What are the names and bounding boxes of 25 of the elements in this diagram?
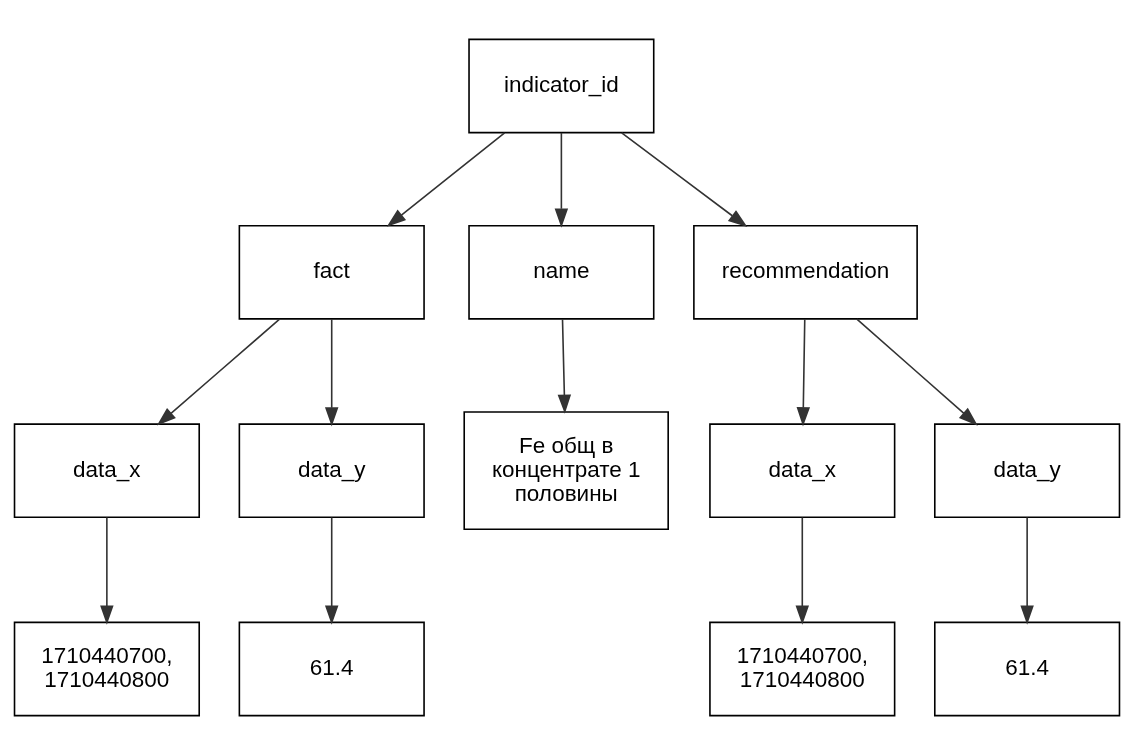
node-box: 1710440700, 1710440800	[709, 621, 896, 717]
node-box: indicator_id	[468, 38, 655, 134]
node-box: recommendation	[693, 224, 918, 320]
node-box: data_x	[709, 423, 896, 519]
arrow	[1020, 516, 1034, 625]
node-box: Fe общ в концентрате 1 половины	[463, 411, 669, 531]
arrow	[386, 132, 506, 227]
arrow	[856, 318, 978, 426]
arrow	[100, 516, 114, 625]
node-box: 61.4	[238, 621, 425, 717]
arrow	[324, 318, 339, 427]
arrow	[796, 318, 811, 427]
node-box: fact	[238, 224, 425, 320]
node-box: data_y	[934, 423, 1121, 519]
arrow	[795, 516, 810, 625]
arrow	[557, 318, 572, 414]
node-box: name	[468, 224, 655, 320]
arrow	[156, 318, 281, 426]
arrow	[554, 132, 569, 228]
arrow	[620, 132, 748, 228]
node-box: data_y	[238, 423, 425, 519]
node-box: 61.4	[934, 621, 1121, 717]
node-box: 1710440700, 1710440800	[13, 621, 200, 717]
arrow	[324, 516, 339, 625]
node-box: data_x	[13, 423, 200, 519]
